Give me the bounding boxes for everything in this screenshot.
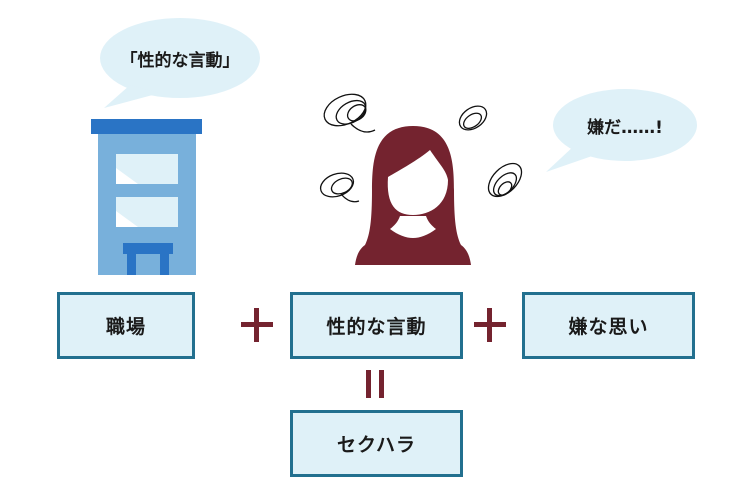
distress-scribble-icons (319, 93, 523, 203)
term-unpleasant-feeling-box: 嫌な思い (522, 292, 695, 359)
term-sexual-conduct-box: 性的な言動 (290, 292, 463, 359)
left-bubble-text: 「性的な言動」 (120, 51, 240, 71)
term-workplace-box: 職場 (57, 292, 195, 359)
result-sexual-harassment-box: セクハラ (290, 410, 463, 477)
right-speech-bubble (546, 89, 697, 172)
right-bubble-text: 嫌だ……! (587, 118, 663, 138)
left-speech-bubble (100, 18, 260, 108)
office-building-icon (91, 119, 202, 275)
distressed-woman-icon (355, 126, 471, 265)
